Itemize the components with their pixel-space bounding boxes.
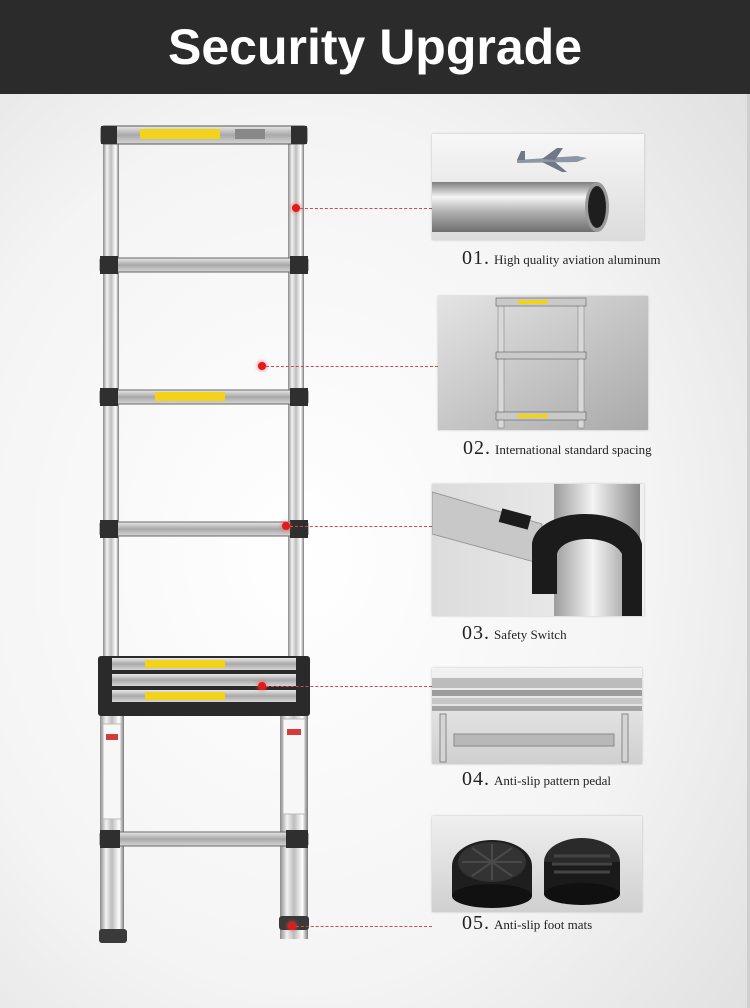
feature-number: 04. bbox=[462, 768, 490, 790]
feature-caption: 02. International standard spacing bbox=[463, 437, 652, 460]
feature-number: 01. bbox=[462, 247, 490, 269]
feature-text: Anti-slip pattern pedal bbox=[494, 773, 611, 788]
feature-text: Anti-slip foot mats bbox=[494, 917, 593, 932]
pattern-pedal-image bbox=[432, 668, 642, 764]
feature-text: Safety Switch bbox=[494, 627, 567, 642]
foot-mats-image bbox=[432, 816, 642, 912]
feature-caption: 01. High quality aviation aluminum bbox=[462, 247, 660, 270]
ladder-illustration bbox=[98, 125, 310, 943]
ladder-rungs-image bbox=[438, 296, 648, 430]
aluminum-tube-airplane-image bbox=[432, 134, 644, 240]
highlight-dot-1 bbox=[292, 204, 300, 212]
connector-line-4 bbox=[266, 686, 432, 687]
page-title: Security Upgrade bbox=[167, 19, 582, 75]
safety-switch-image bbox=[432, 484, 644, 616]
connector-line-3 bbox=[290, 526, 432, 527]
connector-line-2 bbox=[266, 366, 438, 367]
feature-number: 03. bbox=[462, 622, 490, 644]
feature-number: 05. bbox=[462, 912, 490, 934]
feature-caption: 03. Safety Switch bbox=[462, 622, 567, 645]
highlight-dot-5 bbox=[288, 922, 296, 930]
feature-number: 02. bbox=[463, 437, 491, 459]
feature-text: High quality aviation aluminum bbox=[494, 252, 661, 267]
connector-line-1 bbox=[300, 208, 432, 209]
header-banner: Security Upgrade bbox=[0, 0, 750, 94]
highlight-dot-4 bbox=[258, 682, 266, 690]
feature-caption: 05. Anti-slip foot mats bbox=[462, 912, 592, 935]
highlight-dot-3 bbox=[282, 522, 290, 530]
feature-text: International standard spacing bbox=[495, 442, 652, 457]
right-edge-divider bbox=[747, 94, 750, 1008]
highlight-dot-2 bbox=[258, 362, 266, 370]
connector-line-5 bbox=[296, 926, 432, 927]
feature-caption: 04. Anti-slip pattern pedal bbox=[462, 768, 611, 791]
